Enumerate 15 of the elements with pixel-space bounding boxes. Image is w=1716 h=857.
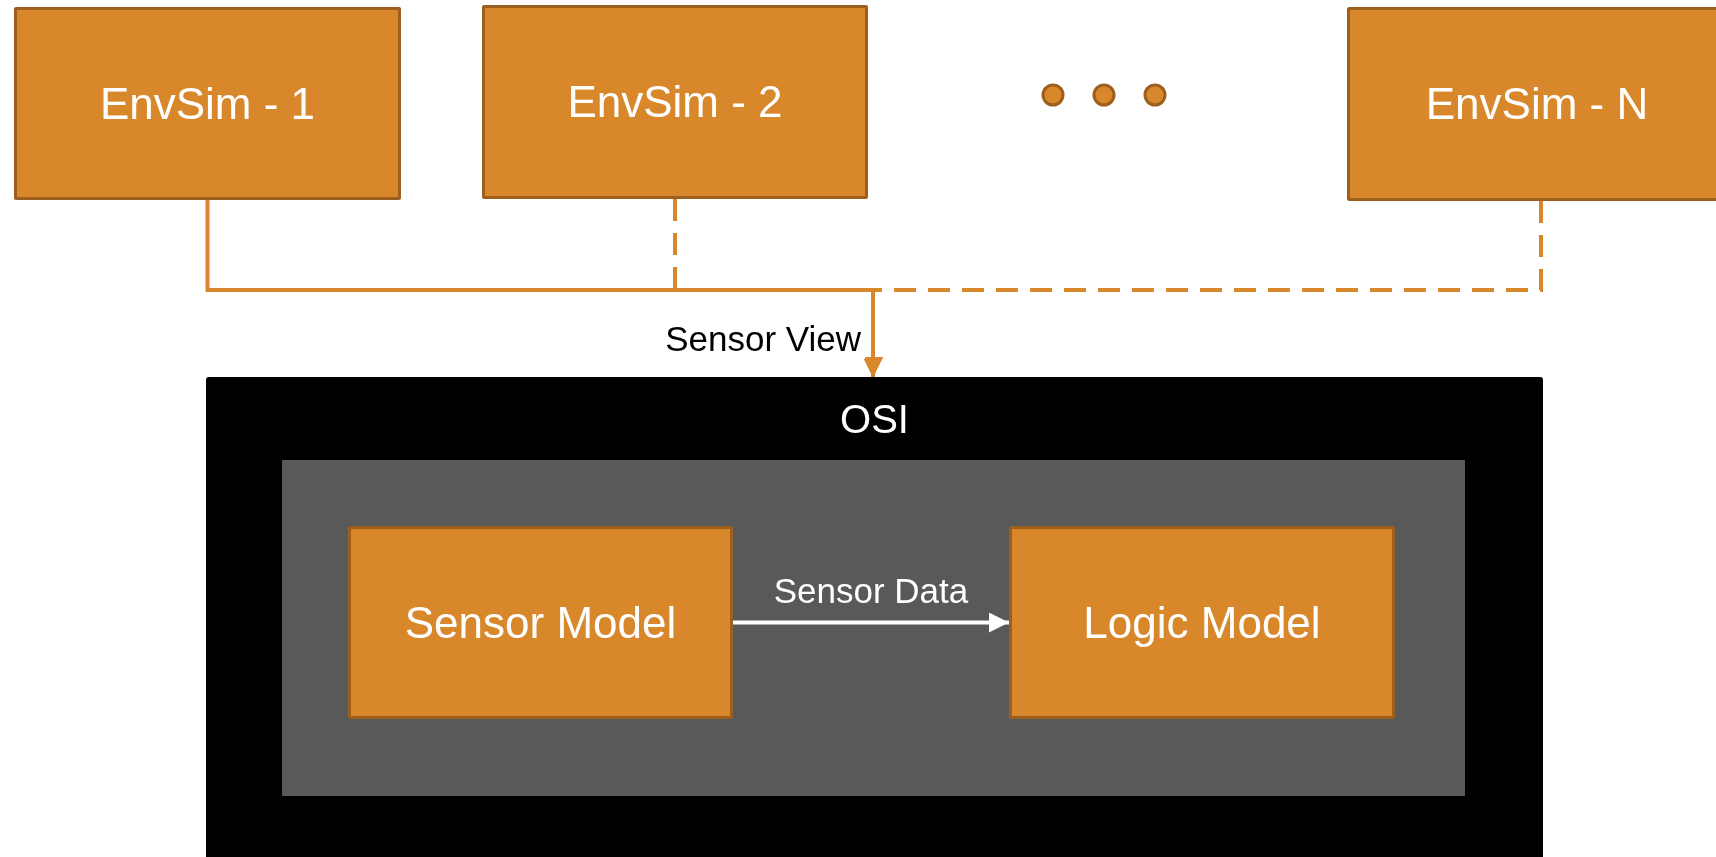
process-box xyxy=(1347,7,1716,201)
container-box xyxy=(206,377,1543,857)
node-label: Logic Model xyxy=(1083,597,1321,648)
node-label: EnvSim - N xyxy=(1425,79,1649,129)
node-label: OSI xyxy=(840,397,909,442)
node-label: EnvSim - 2 xyxy=(567,77,783,127)
panel xyxy=(282,460,1465,796)
process-box xyxy=(1009,526,1395,719)
node-label: Sensor Model xyxy=(404,597,677,648)
arrow xyxy=(205,200,883,377)
process-box xyxy=(348,526,733,719)
process-box xyxy=(482,5,868,199)
arrow xyxy=(733,612,1009,633)
process-box xyxy=(14,7,401,200)
node-label: EnvSim - 1 xyxy=(99,78,316,129)
